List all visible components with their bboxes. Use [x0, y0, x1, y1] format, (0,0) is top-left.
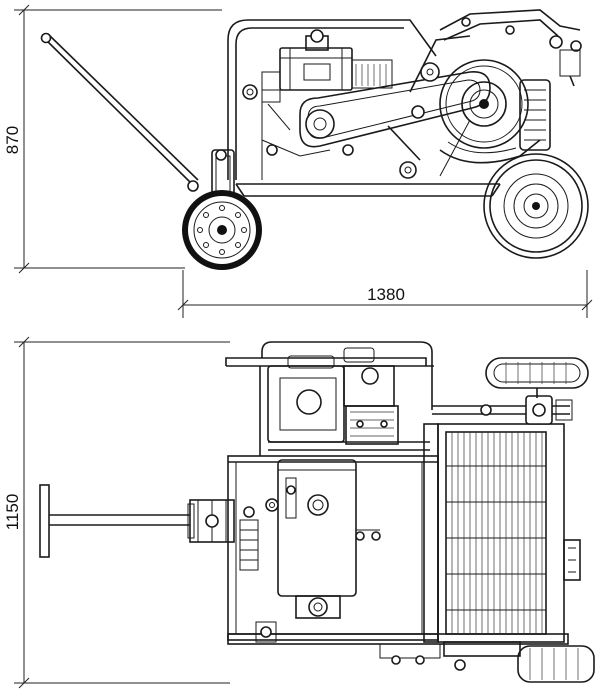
width-dimension-label: 1150 [3, 494, 22, 531]
roll-bar-top [225, 341, 434, 410]
length-dimension-label: 1380 [367, 285, 405, 304]
rear-axle-top [432, 395, 573, 425]
rear-wheel-top-upper [485, 357, 589, 398]
height-dimension-label: 870 [3, 126, 22, 154]
height-dimension: 870 [3, 4, 222, 274]
drive-belt [261, 35, 491, 179]
tow-handle [40, 32, 199, 192]
front-wheel [182, 149, 262, 270]
rear-linkage [439, 9, 582, 151]
rear-wheel [483, 153, 589, 259]
length-dimension: 1380 [177, 270, 593, 318]
bearing-stack [239, 498, 279, 571]
main-pulley [439, 59, 541, 164]
tine-reel [423, 423, 581, 643]
side-view: 870 1380 [3, 4, 593, 318]
engine-top [267, 347, 399, 445]
fuel-tank-top [277, 459, 381, 619]
rear-wheel-top-lower [443, 641, 595, 683]
top-view: 1150 [3, 336, 595, 689]
width-dimension: 1150 [3, 336, 230, 689]
engine [242, 29, 393, 103]
chassis-frame [227, 19, 501, 197]
tow-bar-top [39, 484, 235, 558]
